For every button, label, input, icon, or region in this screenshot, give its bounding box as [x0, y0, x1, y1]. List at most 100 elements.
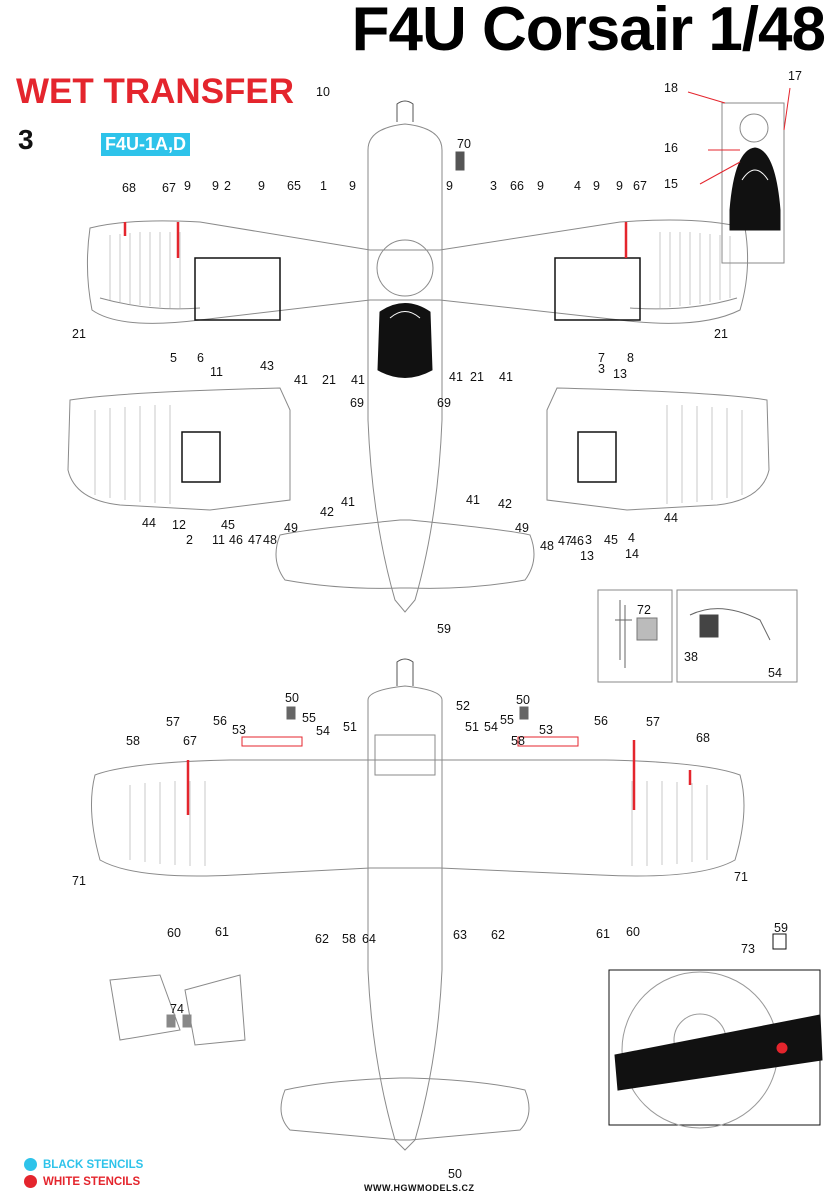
decal-callout-12: 12 — [172, 518, 186, 532]
white-stencil-dot — [24, 1175, 37, 1188]
decal-callout-70: 70 — [457, 137, 471, 151]
transfer-type-label: WET TRANSFER — [16, 72, 295, 111]
decal-callout-60: 60 — [626, 925, 640, 939]
bottom-view-aircraft — [90, 658, 745, 1151]
decal-callout-59: 59 — [774, 921, 788, 935]
decal-callout-10: 10 — [316, 85, 330, 99]
decal-callout-57: 57 — [166, 715, 180, 729]
decal-callout-53: 53 — [539, 723, 553, 737]
decal-callout-72: 72 — [637, 603, 651, 617]
decal-callout-41: 41 — [294, 373, 308, 387]
decal-callout-48: 48 — [263, 533, 277, 547]
decal-callout-67: 67 — [183, 734, 197, 748]
decal-callout-43: 43 — [260, 359, 274, 373]
variant-badge: F4U-1A,D — [101, 133, 191, 156]
decal-callout-55: 55 — [302, 711, 316, 725]
decal-callout-58: 58 — [126, 734, 140, 748]
decal-callout-21: 21 — [470, 370, 484, 384]
decal-callout-57: 57 — [646, 715, 660, 729]
decal-callout-4: 4 — [574, 179, 581, 193]
decal-callout-51: 51 — [465, 720, 479, 734]
decal-callout-50: 50 — [448, 1167, 462, 1181]
decal-callout-64: 64 — [362, 932, 376, 946]
decal-callout-47: 47 — [558, 534, 572, 548]
black-stencil-dot — [24, 1158, 37, 1171]
decal-callout-9: 9 — [593, 179, 600, 193]
decal-callout-13: 13 — [580, 549, 594, 563]
decal-callout-45: 45 — [221, 518, 235, 532]
decal-callout-42: 42 — [498, 497, 512, 511]
decal-callout-21: 21 — [322, 373, 336, 387]
canopy-detail — [687, 87, 791, 264]
decal-callout-13: 13 — [613, 367, 627, 381]
decal-callout-47: 47 — [248, 533, 262, 547]
website-footer: WWW.HGWMODELS.CZ — [364, 1183, 475, 1193]
decal-callout-2: 2 — [186, 533, 193, 547]
legend-black: BLACK STENCILS — [24, 1158, 143, 1171]
decal-callout-11: 11 — [212, 533, 225, 547]
decal-callout-18: 18 — [664, 81, 678, 95]
decal-callout-21: 21 — [72, 327, 86, 341]
decal-callout-62: 62 — [315, 932, 329, 946]
wing-bay-detail-left — [67, 387, 291, 511]
decal-callout-9: 9 — [258, 179, 265, 193]
decal-callout-44: 44 — [142, 516, 156, 530]
decal-callout-5: 5 — [170, 351, 177, 365]
gun-bay-detail — [109, 974, 246, 1046]
decal-callout-9: 9 — [537, 179, 544, 193]
decal-callout-68: 68 — [122, 181, 136, 195]
decal-callout-9: 9 — [212, 179, 219, 193]
decal-callout-56: 56 — [213, 714, 227, 728]
decal-callout-44: 44 — [664, 511, 678, 525]
decal-callout-61: 61 — [596, 927, 610, 941]
decal-callout-3: 3 — [490, 179, 497, 193]
decal-callout-9: 9 — [184, 179, 191, 193]
decal-callout-9: 9 — [349, 179, 356, 193]
decal-callout-38: 38 — [684, 650, 698, 664]
decal-callout-54: 54 — [768, 666, 782, 680]
decal-callout-71: 71 — [72, 874, 86, 888]
decal-callout-73: 73 — [741, 942, 755, 956]
decal-callout-56: 56 — [594, 714, 608, 728]
decal-callout-41: 41 — [499, 370, 513, 384]
decal-callout-8: 8 — [627, 351, 634, 365]
top-view-aircraft — [86, 100, 749, 613]
decal-callout-45: 45 — [604, 533, 618, 547]
decal-callout-3: 3 — [598, 362, 605, 376]
decal-callout-9: 9 — [616, 179, 623, 193]
decal-callout-60: 60 — [167, 926, 181, 940]
sheet-title: F4U Corsair 1/48 — [351, 0, 826, 64]
decal-callout-50: 50 — [285, 691, 299, 705]
decal-callout-62: 62 — [491, 928, 505, 942]
decal-callout-41: 41 — [449, 370, 463, 384]
decal-callout-4: 4 — [628, 531, 635, 545]
decal-callout-14: 14 — [625, 547, 639, 561]
decal-callout-55: 55 — [500, 713, 514, 727]
decal-callout-63: 63 — [453, 928, 467, 942]
decal-callout-71: 71 — [734, 870, 748, 884]
decal-callout-7: 7 — [598, 351, 605, 365]
decal-callout-41: 41 — [466, 493, 480, 507]
decal-callout-48: 48 — [540, 539, 554, 553]
sheet-number: 3 — [18, 124, 34, 155]
decal-callout-2: 2 — [224, 179, 231, 193]
decal-callout-9: 9 — [446, 179, 453, 193]
decal-callout-51: 51 — [343, 720, 357, 734]
decal-callout-49: 49 — [284, 521, 298, 535]
decal-callout-42: 42 — [320, 505, 334, 519]
decal-callout-49: 49 — [515, 521, 529, 535]
decal-callout-59: 59 — [437, 622, 451, 636]
legend-black-label: BLACK STENCILS — [43, 1158, 144, 1171]
decal-callout-41: 41 — [351, 373, 365, 387]
decal-callout-67: 67 — [633, 179, 647, 193]
decal-callout-6: 6 — [197, 351, 204, 365]
decal-callout-69: 69 — [437, 396, 451, 410]
decal-callout-68: 68 — [696, 731, 710, 745]
decal-callout-67: 67 — [162, 181, 176, 195]
decal-callout-66: 66 — [510, 179, 524, 193]
decal-callout-54: 54 — [316, 724, 330, 738]
decal-callout-61: 61 — [215, 925, 229, 939]
decal-callout-69: 69 — [350, 396, 364, 410]
decal-callout-58: 58 — [342, 932, 356, 946]
